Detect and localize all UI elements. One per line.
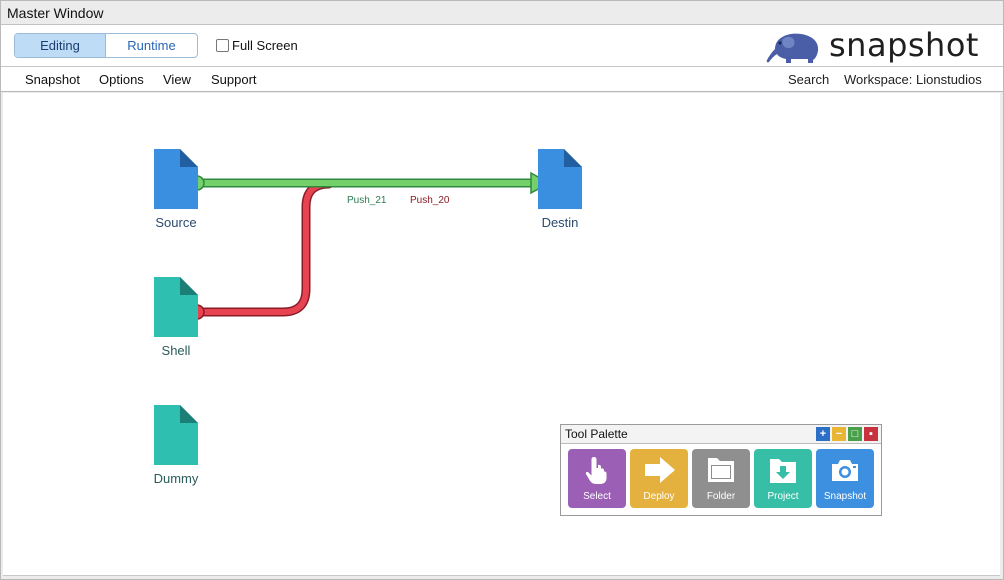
connection-label-push-21[interactable]: Push_21 xyxy=(347,195,387,206)
plus-icon[interactable]: + xyxy=(816,427,830,441)
document-icon xyxy=(154,277,198,337)
folder-tool-button[interactable]: Folder xyxy=(692,449,750,508)
close-icon[interactable]: ▪ xyxy=(864,427,878,441)
minimize-icon[interactable]: − xyxy=(832,427,846,441)
project-tool-button[interactable]: Project xyxy=(754,449,812,508)
tool-label: Deploy xyxy=(643,491,675,502)
menu-view[interactable]: View xyxy=(163,72,191,87)
tool-label: Select xyxy=(583,491,611,502)
node-label: Shell xyxy=(161,343,191,358)
node-destin[interactable]: Destin xyxy=(520,149,600,230)
fullscreen-label: Full Screen xyxy=(232,38,298,53)
window-title: Master Window xyxy=(7,5,104,21)
tool-label: Folder xyxy=(706,491,736,502)
menu-snapshot[interactable]: Snapshot xyxy=(25,72,80,87)
maximize-icon[interactable]: □ xyxy=(848,427,862,441)
hand-pointer-icon xyxy=(585,457,607,484)
tool-palette: Tool Palette + − □ ▪ Select Deploy xyxy=(560,424,882,516)
title-bar: Master Window xyxy=(1,1,1003,25)
node-source[interactable]: Source xyxy=(136,149,216,230)
document-icon xyxy=(538,149,582,209)
runtime-mode-button[interactable]: Runtime xyxy=(127,38,176,53)
node-label: Dummy xyxy=(153,471,199,486)
menu-support[interactable]: Support xyxy=(211,72,257,87)
tool-buttons: Select Deploy Folder xyxy=(568,449,874,508)
camera-icon xyxy=(832,460,858,481)
tool-label: Snapshot xyxy=(823,491,867,502)
node-label: Destin xyxy=(541,215,579,230)
fullscreen-toggle[interactable]: Full Screen xyxy=(216,38,298,53)
node-label: Source xyxy=(155,215,197,230)
logo-text: snapshot xyxy=(829,26,979,64)
menu-options[interactable]: Options xyxy=(99,72,144,87)
connection-label-push-20[interactable]: Push_20 xyxy=(410,195,450,206)
elephant-icon xyxy=(766,33,819,63)
search-link[interactable]: Search xyxy=(788,72,830,87)
top-toolbar: Editing Runtime Full Screen snapshot xyxy=(1,25,1003,67)
palette-window-buttons: + − □ ▪ xyxy=(816,427,878,441)
tool-palette-title: Tool Palette xyxy=(565,427,628,441)
arrow-right-icon xyxy=(645,457,675,483)
fullscreen-checkbox[interactable] xyxy=(216,39,229,52)
mode-toggle: Editing Runtime xyxy=(14,33,198,58)
workflow-canvas[interactable]: Source Shell Dummy Destin Push_21 Push_ xyxy=(3,93,1000,576)
node-shell[interactable]: Shell xyxy=(136,277,216,358)
deploy-tool-button[interactable]: Deploy xyxy=(630,449,688,508)
snapshot-tool-button[interactable]: Snapshot xyxy=(816,449,874,508)
node-dummy[interactable]: Dummy xyxy=(136,405,216,486)
workspace-label[interactable]: Workspace: Lionstudios xyxy=(844,72,982,87)
tool-palette-header[interactable]: Tool Palette + − □ ▪ xyxy=(561,425,881,444)
snapshot-logo: snapshot xyxy=(761,26,991,65)
document-icon xyxy=(154,149,198,209)
tool-label: Project xyxy=(767,491,799,502)
document-icon xyxy=(154,405,198,465)
project-download-icon xyxy=(770,459,796,483)
folder-icon xyxy=(708,458,734,482)
menu-bar: Snapshot Options View Support Search Wor… xyxy=(1,67,1003,92)
editing-mode-button[interactable]: Editing xyxy=(15,34,106,57)
select-tool-button[interactable]: Select xyxy=(568,449,626,508)
